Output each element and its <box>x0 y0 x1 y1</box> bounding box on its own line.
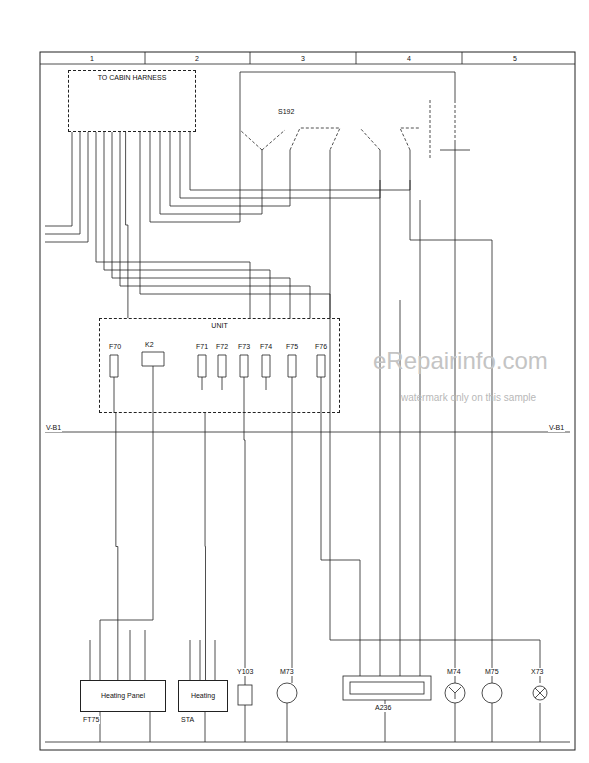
part-label: F70 <box>108 343 122 351</box>
part-label: M74 <box>446 668 462 676</box>
wire <box>114 366 321 413</box>
heating-panel-box: Heating Panel <box>80 680 166 712</box>
lamp-symbol <box>535 688 545 698</box>
node-label: Heating <box>191 692 215 700</box>
heating-box: Heating <box>178 680 228 712</box>
part-label: STA <box>180 716 195 724</box>
wire-connector <box>116 413 118 680</box>
wire <box>96 132 330 318</box>
part-label: A236 <box>374 704 392 712</box>
fuse-symbol <box>110 352 325 377</box>
node-label: TO CABIN HARNESS <box>73 74 191 82</box>
part-label: Y103 <box>236 668 254 676</box>
part-label: F76 <box>314 343 328 351</box>
part-label: X73 <box>530 668 544 676</box>
bus-line <box>45 432 570 742</box>
watermark: watermark only on this sample <box>400 392 537 403</box>
motor-symbol <box>449 687 461 699</box>
part-label: F72 <box>215 343 229 351</box>
part-label: V-B1 <box>45 424 62 432</box>
grid-number: 5 <box>512 55 518 63</box>
part-label: F71 <box>195 343 209 351</box>
grid-number: 3 <box>300 55 306 63</box>
part-label: F73 <box>237 343 251 351</box>
wire <box>45 132 88 242</box>
wire-connector <box>205 413 206 680</box>
part-label: F75 <box>285 343 299 351</box>
grid-number: 4 <box>406 55 412 63</box>
part-label: S192 <box>277 108 295 116</box>
lamp-symbol <box>533 686 547 700</box>
watermark: eRepairinfo.com <box>372 348 549 374</box>
part-label: K2 <box>144 341 155 349</box>
switch-symbol <box>240 100 455 160</box>
unit-box: UNIT <box>99 318 340 413</box>
part-label: M75 <box>484 668 500 676</box>
motor-symbol <box>482 683 502 703</box>
motor-symbol <box>445 683 465 703</box>
grid-header <box>40 52 575 64</box>
harness-box: TO CABIN HARNESS <box>68 70 196 132</box>
wire <box>262 140 470 300</box>
node-label: Heating Panel <box>101 692 145 700</box>
connector-block <box>343 676 431 700</box>
part-label: F74 <box>259 343 273 351</box>
part-label: M73 <box>279 668 295 676</box>
valve-symbol <box>238 685 252 705</box>
wire-connector <box>126 132 128 318</box>
grid-number: 2 <box>194 55 200 63</box>
part-label: V-B1 <box>548 424 565 432</box>
node-label: UNIT <box>100 322 339 330</box>
frame <box>40 52 575 750</box>
connector-block <box>350 682 424 694</box>
wire <box>100 180 540 685</box>
motor-symbol <box>277 683 297 703</box>
part-label: FT75 <box>82 716 100 724</box>
grid-number: 1 <box>89 55 95 63</box>
